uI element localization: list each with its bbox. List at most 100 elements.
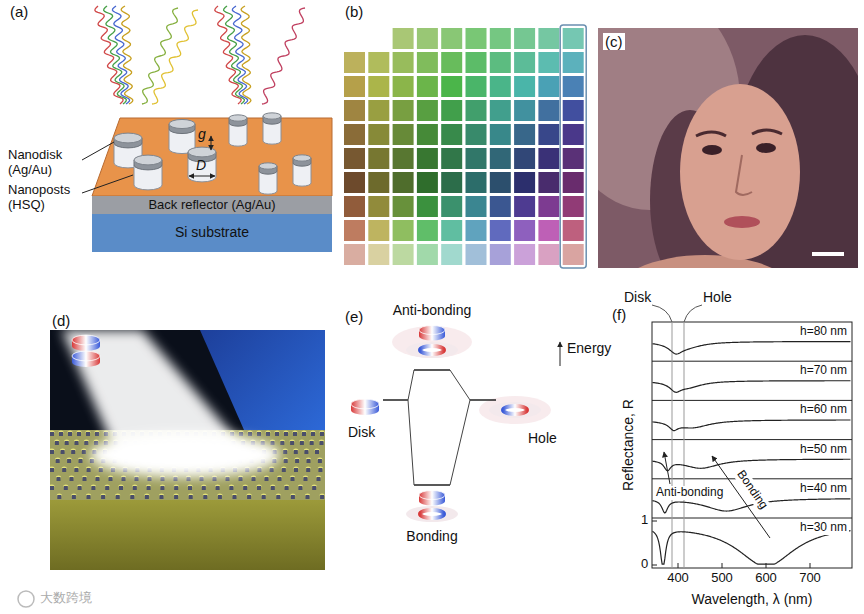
portrait-image — [680, 84, 800, 260]
illumination-render — [233, 495, 237, 499]
correlation-line — [408, 370, 414, 400]
color-swatch-square — [490, 28, 511, 49]
color-swatch-square — [563, 196, 584, 217]
color-swatch-square — [417, 220, 438, 241]
color-swatch-square — [514, 100, 535, 121]
mode-label: Hole — [528, 430, 557, 446]
illumination-render — [50, 330, 325, 570]
illumination-render — [59, 432, 63, 436]
illumination-render — [50, 500, 325, 570]
color-swatch-square — [393, 172, 414, 193]
illumination-render — [315, 450, 319, 454]
color-swatch-square — [368, 76, 389, 97]
illumination-render — [119, 486, 123, 490]
illumination-render — [320, 432, 324, 436]
illumination-render — [187, 477, 191, 481]
light-wave — [262, 8, 305, 104]
color-swatch-square — [466, 52, 487, 73]
nanodisk — [293, 155, 311, 161]
color-swatch-square — [563, 52, 584, 73]
illumination-render — [311, 432, 315, 436]
illumination-render — [55, 441, 59, 445]
illumination-render — [64, 486, 68, 490]
mode-label: Anti-bonding — [393, 302, 472, 318]
nanodisk — [169, 119, 195, 128]
color-swatch-square — [417, 28, 438, 49]
illumination-render — [65, 441, 69, 445]
tick-label: 700 — [799, 571, 821, 586]
curve-label: h=80 nm — [798, 325, 849, 339]
color-swatch-square — [393, 124, 414, 145]
color-swatch-square — [417, 100, 438, 121]
panel-separator — [652, 518, 852, 519]
color-swatch-square — [563, 76, 584, 97]
color-swatch-square — [368, 172, 389, 193]
tick-label: 0 — [641, 557, 648, 572]
illumination-render — [74, 468, 78, 472]
illumination-render — [257, 432, 261, 436]
light-wave — [152, 10, 198, 104]
illumination-render — [133, 486, 137, 490]
color-swatch-square — [538, 124, 559, 145]
color-swatch-square — [441, 100, 462, 121]
illumination-render — [50, 432, 54, 436]
illumination-render — [79, 459, 83, 463]
illumination-render — [213, 477, 217, 481]
illumination-render — [68, 432, 72, 436]
panel-label: (f) — [612, 306, 626, 323]
color-swatch-square — [368, 100, 389, 121]
illumination-render — [87, 495, 91, 499]
color-swatch-square — [563, 244, 584, 265]
illumination-render — [248, 432, 252, 436]
nanodisk — [263, 113, 281, 119]
portrait-image — [756, 143, 776, 153]
axis-tick — [678, 563, 679, 568]
illumination-render — [226, 477, 230, 481]
illumination-render — [247, 495, 251, 499]
illumination-render — [174, 486, 178, 490]
color-swatch-square — [417, 148, 438, 169]
portrait-image — [724, 216, 760, 228]
reference-line — [672, 322, 673, 568]
nanodisk — [259, 163, 277, 169]
illumination-render — [62, 468, 66, 472]
portrait-image — [610, 255, 800, 268]
illumination-render — [283, 450, 287, 454]
color-swatch-square — [441, 124, 462, 145]
illumination-render — [87, 468, 91, 472]
tick-label: 400 — [667, 571, 689, 586]
reference-bracket — [652, 305, 672, 322]
color-swatch-square — [441, 244, 462, 265]
watermark: 大数跨境 — [40, 591, 92, 606]
hole-icon — [420, 510, 444, 518]
reference-bracket — [684, 305, 702, 322]
leader-line — [82, 142, 114, 160]
color-swatch-square — [514, 172, 535, 193]
dimension-arrow — [211, 136, 212, 150]
curve-label: h=30 nm — [798, 521, 849, 535]
illumination-render — [291, 495, 295, 499]
color-swatch-square — [368, 124, 389, 145]
color-swatch-square — [466, 100, 487, 121]
illumination-render — [202, 486, 206, 490]
color-swatch-square — [538, 220, 559, 241]
panel-a-art — [82, 6, 332, 196]
axis-tick — [766, 563, 767, 568]
hole-icon — [489, 402, 541, 418]
correlation-line — [450, 370, 470, 400]
illumination-render — [78, 486, 82, 490]
color-swatch-square — [466, 28, 487, 49]
portrait-image — [598, 28, 858, 268]
illumination-render — [262, 495, 266, 499]
color-swatch-square — [490, 148, 511, 169]
color-swatch-square — [490, 124, 511, 145]
illumination-render — [271, 486, 275, 490]
illumination-render — [265, 477, 269, 481]
color-swatch-square — [393, 76, 414, 97]
color-swatch-square — [368, 220, 389, 241]
illumination-render — [72, 495, 76, 499]
reflectance-curve — [652, 459, 850, 471]
curve-label: h=50 nm — [798, 443, 849, 457]
reflectance-plot — [652, 305, 852, 568]
